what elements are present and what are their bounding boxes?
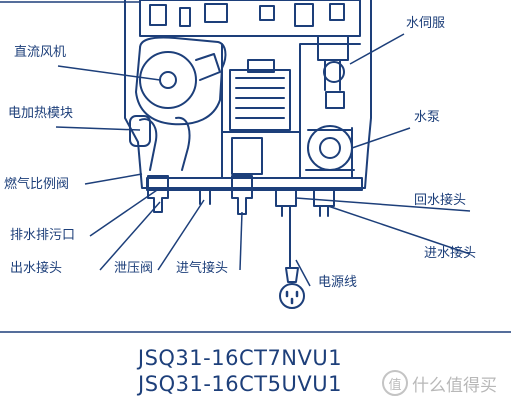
- relief-valve-joint: [199, 189, 211, 205]
- watermark-icon: 值: [382, 370, 408, 396]
- leader-gas-inlet: [239, 211, 243, 271]
- leader-return: [295, 197, 471, 212]
- label-return-joint: 回水接头: [414, 193, 467, 208]
- leader-power: [295, 259, 311, 287]
- leader-gas-valve: [84, 173, 143, 185]
- label-power-cord: 电源线: [318, 275, 358, 290]
- leader-heater: [55, 126, 141, 131]
- label-relief-valve: 泄压阀: [114, 261, 154, 276]
- label-dc-fan: 直流风机: [14, 45, 67, 60]
- heater-tube: [139, 116, 191, 171]
- watermark: 值 什么值得买: [382, 370, 497, 396]
- gas-joint: [231, 175, 253, 215]
- fan-hub: [159, 71, 177, 89]
- label-outlet-joint: 出水接头: [10, 261, 63, 276]
- leader-outlet: [99, 201, 161, 271]
- label-gas-valve: 燃气比例阀: [4, 177, 70, 192]
- cabinet-outline: [124, 0, 372, 189]
- leader-inlet: [327, 205, 471, 255]
- pump-body: [307, 125, 353, 171]
- model-number-1: JSQ31-16CT7NVU1: [137, 346, 343, 370]
- return-joint: [275, 189, 297, 217]
- label-gas-inlet: 进气接头: [176, 261, 229, 276]
- leader-relief: [157, 199, 205, 271]
- power-plug: [279, 283, 305, 309]
- leader-pump: [351, 127, 411, 149]
- label-drain: 排水排污口: [10, 228, 76, 243]
- leader-fan: [57, 65, 161, 81]
- outlet-joint: [147, 175, 169, 213]
- burner: [229, 69, 291, 131]
- heat-exchanger: [139, 0, 361, 37]
- fan-housing: [135, 36, 227, 126]
- watermark-text: 什么值得买: [412, 375, 497, 396]
- model-number-2: JSQ31-16CT5UVU1: [138, 372, 342, 396]
- label-water-servo: 水伺服: [406, 16, 446, 31]
- inlet-joint: [313, 189, 335, 217]
- label-inlet-joint: 进水接头: [424, 246, 477, 261]
- label-heater-module: 电加热模块: [8, 106, 74, 121]
- leader-servo: [349, 33, 405, 65]
- label-water-pump: 水泵: [414, 110, 441, 125]
- leader-drain: [89, 187, 161, 237]
